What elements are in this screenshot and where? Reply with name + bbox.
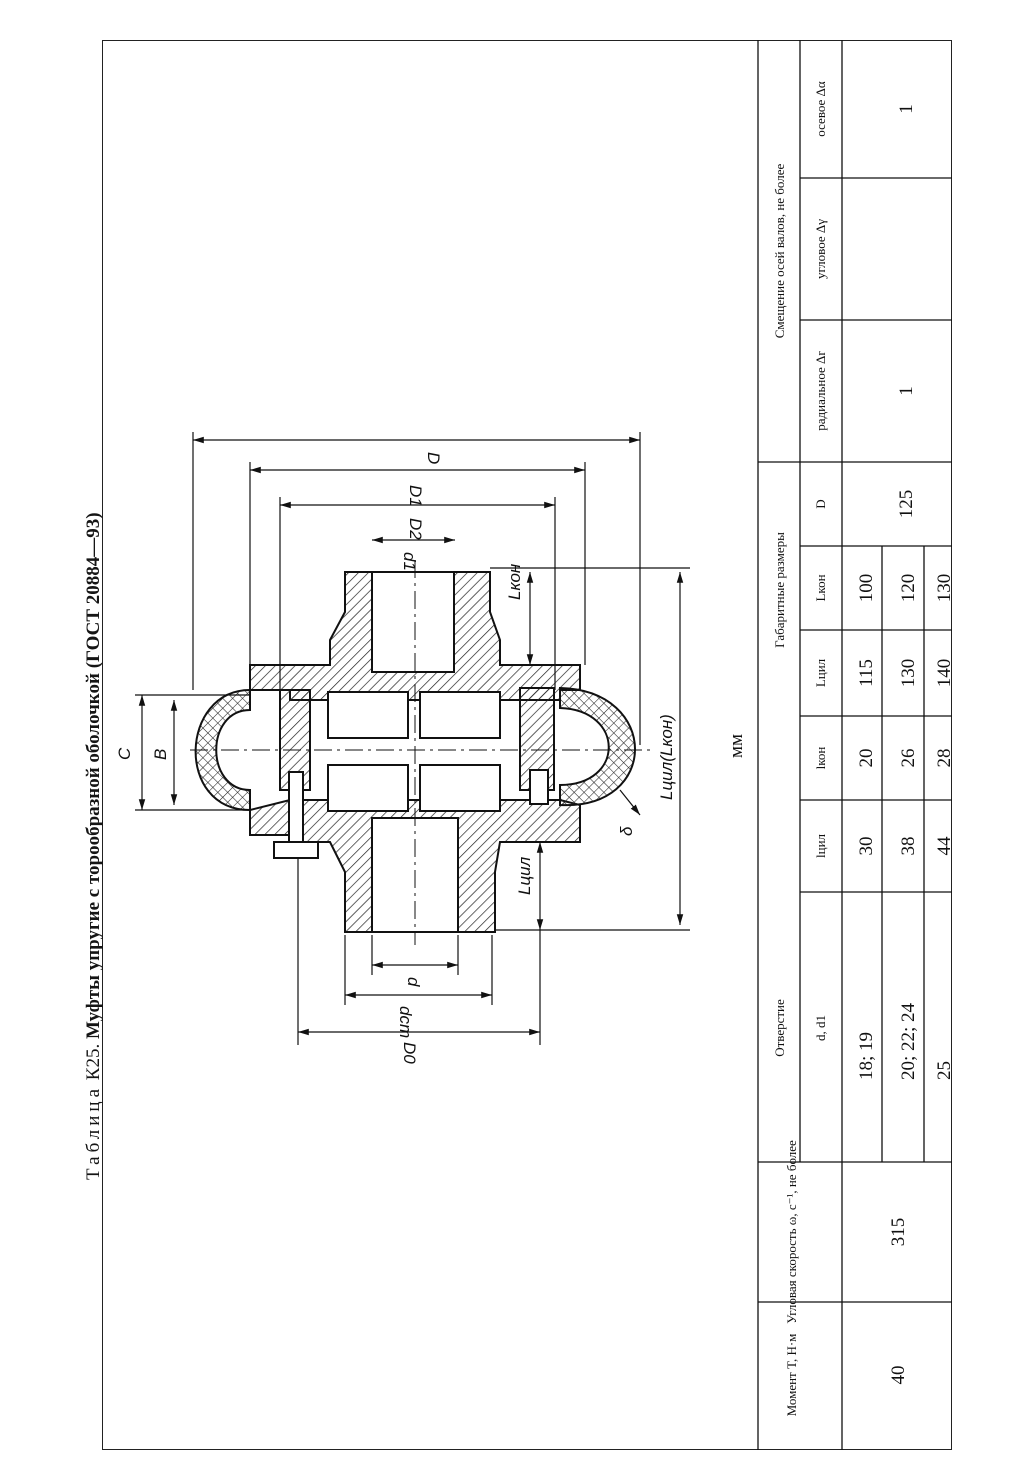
clamp-bolt <box>288 771 304 843</box>
cell-axial: 1 <box>896 104 917 114</box>
cell-lcyl-row1: 30 <box>856 837 877 856</box>
cell-lcyl-row2: 38 <box>898 837 919 856</box>
header-dims-D: D <box>813 499 828 508</box>
sleeve-block-3 <box>327 764 409 812</box>
label-L-kon: Lкон <box>505 563 524 600</box>
cell-Lkon-row2: 120 <box>898 574 919 603</box>
torus-shell-right <box>559 686 636 807</box>
label-d-st: dст <box>396 1006 415 1038</box>
page-frame <box>102 40 952 1450</box>
cell-d-row3: 25 <box>934 1061 955 1080</box>
header-bore-d: d, d1 <box>813 1015 828 1041</box>
cell-radial: 1 <box>896 386 917 396</box>
label-B: B <box>151 749 170 760</box>
cell-speed: 315 <box>888 1218 909 1247</box>
cell-D: 125 <box>896 490 917 519</box>
label-C: C <box>115 747 134 760</box>
unit-mm: мм <box>726 734 747 758</box>
label-D2: D2 <box>406 518 425 540</box>
upper-bore <box>371 571 455 673</box>
label-d1: d1 <box>400 552 419 571</box>
cell-lkon-row2: 26 <box>898 749 919 768</box>
header-bore-lkon: lкон <box>813 747 828 770</box>
table-text: Момент T, Н·м Угловая скорость ω, с⁻¹, н… <box>772 81 955 1416</box>
cell-Lkon-row1: 100 <box>856 574 877 603</box>
cell-d-row2: 20; 22; 24 <box>898 1002 919 1080</box>
header-dims-Lkon: Lкон <box>813 574 828 601</box>
cell-d-row1: 18; 19 <box>856 1032 877 1080</box>
cell-moment: 40 <box>888 1366 909 1385</box>
header-moment: Момент T, Н·м <box>784 1334 799 1417</box>
cell-Lkon-row3: 130 <box>934 574 955 603</box>
set-screw <box>529 769 549 805</box>
sleeve-block-1 <box>327 691 409 739</box>
header-shift-group: Смещение осей валов, не более <box>772 164 787 339</box>
label-delta: δ <box>617 826 636 836</box>
header-speed: Угловая скорость ω, с⁻¹, не более <box>784 1140 799 1324</box>
header-dims-group: Габаритные размеры <box>772 532 787 648</box>
cell-Lcyl-row2: 130 <box>898 659 919 688</box>
label-L-cyl-kon: Lцил(Lкон) <box>657 714 676 800</box>
bolt-head <box>273 841 319 859</box>
drawing-labels: D D1 D2 d1 Lкон Lцил(Lкон) C B δ Lцил d … <box>115 452 747 1064</box>
dimensions <box>135 432 690 1045</box>
cell-lkon-row3: 28 <box>934 749 955 768</box>
header-bore-group: Отверстие <box>772 999 787 1057</box>
label-D0: D0 <box>400 1042 419 1064</box>
cell-lkon-row1: 20 <box>856 749 877 768</box>
cell-lcyl-row3: 44 <box>934 836 955 856</box>
spec-table <box>757 40 952 1450</box>
label-D1: D1 <box>406 485 425 507</box>
label-d: d <box>404 977 423 987</box>
header-dims-Lcyl: Lцил <box>813 658 828 687</box>
sleeve-block-2 <box>419 691 501 739</box>
cell-Lcyl-row3: 140 <box>934 659 955 688</box>
sleeve-block-4 <box>419 764 501 812</box>
cell-Lcyl-row1: 115 <box>856 659 877 687</box>
label-L-cyl: Lцил <box>515 856 534 895</box>
header-shift-axial: осевое Δα <box>813 81 828 137</box>
coupling-section <box>190 560 650 945</box>
label-D: D <box>424 452 443 464</box>
header-bore-lcyl: lцил <box>813 833 828 858</box>
header-shift-angular: угловое Δγ <box>813 219 828 279</box>
header-shift-radial: радиальное Δr <box>813 351 828 431</box>
